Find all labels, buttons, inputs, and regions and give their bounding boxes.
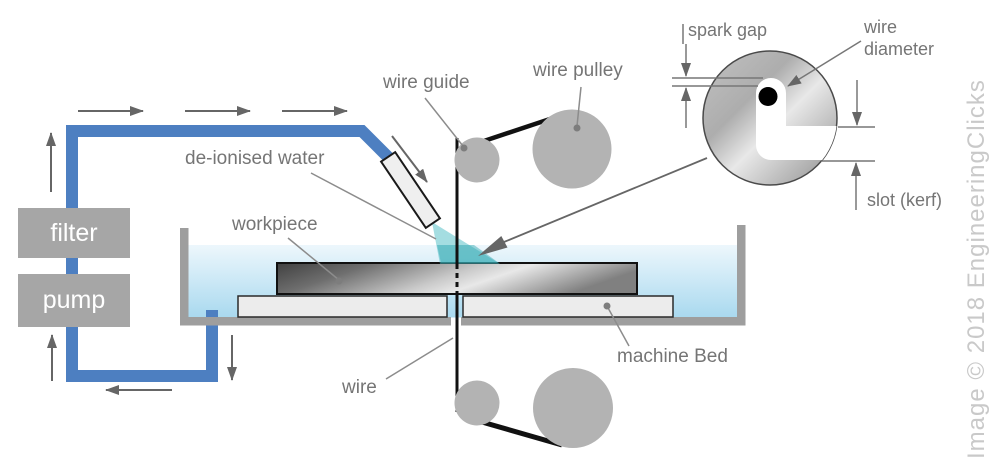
spark-gap-dimension (672, 24, 763, 128)
pulleys (454, 109, 613, 448)
machine-bed (237, 295, 674, 318)
workpiece-label: workpiece (232, 214, 318, 235)
leader-wire-pulley (576, 86, 582, 127)
watermark-text: Image © 2018 EngineeringClicks (963, 79, 990, 459)
tank-wall-right (737, 225, 746, 326)
pump-box: pump (18, 274, 130, 327)
wire-diameter-line1: wire (864, 17, 898, 37)
leader-lines (287, 86, 630, 380)
machine-bed-left (237, 295, 448, 318)
leader-wire (385, 337, 454, 380)
leader-deionised-water (310, 172, 437, 240)
dot-machine-bed (603, 302, 611, 310)
dot-wire-pulley (573, 124, 581, 132)
machine-bed-right (462, 295, 674, 318)
filter-box: filter (18, 208, 130, 258)
deionised-water-label: de-ionised water (185, 148, 325, 169)
leader-machine-bed (606, 305, 630, 347)
spark-gap-label: spark gap (688, 20, 768, 40)
filter-label: filter (50, 218, 98, 247)
lower-guide-roller (454, 380, 500, 426)
dot-wire-guide (460, 144, 468, 152)
tank-wall-left (180, 228, 189, 326)
wire-diameter-line2: diameter (864, 39, 935, 59)
pump-label: pump (42, 286, 106, 314)
water-spray (432, 222, 500, 264)
flow-arrow-nozzle (391, 135, 428, 183)
tank (180, 225, 746, 326)
leader-wire-diameter (787, 40, 862, 87)
flushing-nozzle (379, 150, 442, 230)
dot-workpiece (335, 277, 343, 285)
wire-pulley-label: wire pulley (533, 60, 623, 81)
wire-diameter-label: wire diameter (864, 16, 934, 60)
pipe-return (66, 310, 218, 382)
flow-arrows (46, 106, 428, 395)
slot-kerf-label: slot (kerf) (867, 190, 943, 210)
wire-pulley-roller (532, 109, 612, 189)
leader-workpiece (287, 237, 340, 281)
wire-guide-label: wire guide (383, 72, 470, 93)
tank-bottom-left (180, 317, 451, 326)
detail-pointer-arrow (478, 157, 708, 256)
kerf-dimension (821, 80, 875, 210)
leader-wire-guide (424, 97, 464, 147)
leader-dots (335, 124, 611, 310)
wire-label: wire (342, 377, 377, 398)
tank-bottom-right (461, 317, 746, 326)
lower-pulley-roller (533, 368, 613, 448)
machine-bed-label: machine Bed (617, 346, 728, 367)
wire-cross-section (758, 87, 778, 106)
kerf-detail-view (702, 50, 838, 186)
